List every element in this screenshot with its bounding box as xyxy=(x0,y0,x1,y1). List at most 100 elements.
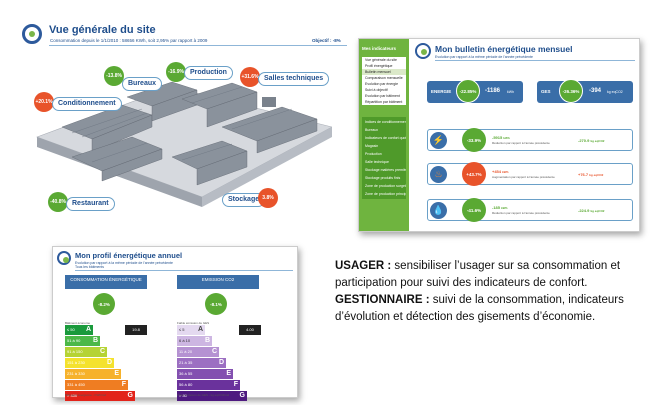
ges-value: -394 xyxy=(589,88,602,94)
flame-icon: ♨ xyxy=(430,166,447,183)
profile-logo-icon xyxy=(57,251,71,265)
row-0-co2: -270.9 kg eqCO2 xyxy=(578,138,605,143)
usager-text: sensibiliser l’usager sur sa consommatio… xyxy=(335,260,621,289)
badge-stockage[interactable]: 3.8% xyxy=(258,188,278,208)
menu-item-evolution-batiment[interactable]: Evolution par bâtiment xyxy=(365,94,400,98)
energie-label: ENERGIE xyxy=(431,89,452,94)
sidebar-menu-dark: Indices de conditionnement Bureaux Indic… xyxy=(362,117,406,199)
electricity-icon: ⚡ xyxy=(430,132,447,149)
emission-pct: -8.1% xyxy=(205,293,227,315)
energie-value: -1186 xyxy=(485,88,501,94)
menu-item-bureaux[interactable]: Bureaux xyxy=(365,128,379,132)
menu-item-zone-surgele[interactable]: Zone de production surgelé xyxy=(365,184,406,188)
bulletin-subtitle: Evolution par rapport à la même période … xyxy=(435,55,533,59)
bulletin-logo-icon xyxy=(415,43,431,59)
gestionnaire-text: suivi de la consommation, indicateurs d’… xyxy=(335,294,624,323)
badge-salles-techniques[interactable]: +31.6% xyxy=(240,67,260,87)
bulletin-title-underline xyxy=(435,60,635,61)
emission-bottom-label: Forte émission de GES - kg eqCO2/m2 xyxy=(177,393,230,397)
row-2-pct: -41.6% xyxy=(462,198,486,222)
energie-summary: ENERGIE -22.85% -1186 kWh xyxy=(427,79,523,103)
conso-header: CONSOMMATION ÉNERGÉTIQUE xyxy=(65,275,147,289)
row-0-pct: -33.9% xyxy=(462,128,486,152)
logo-icon xyxy=(22,24,42,44)
emission-top-label: Faible émission de GES xyxy=(177,321,210,325)
ges-unit: kg eqCO2 xyxy=(607,90,623,94)
profile-title: Mon profil énergétique annuel xyxy=(75,251,183,260)
row-1-pct: +43.7% xyxy=(462,162,486,186)
label-production[interactable]: Production xyxy=(184,66,233,80)
usager-label: USAGER : xyxy=(335,260,392,272)
ges-label: GES xyxy=(541,89,551,94)
badge-bureaux[interactable]: -13.8% xyxy=(104,66,124,86)
ges-pct: -26.36% xyxy=(559,79,583,103)
row-1-co2: +76.7 kg eqCO2 xyxy=(578,172,604,177)
conso-marker: 19.8 xyxy=(125,325,147,335)
label-restaurant[interactable]: Restaurant xyxy=(66,197,115,211)
menu-item-magasin[interactable]: Magasin xyxy=(365,144,379,148)
profile-subtitle-2: Tous les bâtiments xyxy=(75,265,104,269)
row-1-note: Augmentation par rapport à l'année précé… xyxy=(492,175,555,179)
bulletin-row-electricite: ⚡ -33.9% -5915 kWh Réduction par rapport… xyxy=(427,128,633,152)
row-0-value: -5915 kWh xyxy=(492,135,510,140)
menu-item-indices[interactable]: Indices de conditionnement xyxy=(365,120,406,124)
site-overview-objective: Objectif : -8% xyxy=(312,38,341,43)
row-1-value: +454 kWh xyxy=(492,169,509,174)
menu-item-confort[interactable]: Indicateurs de confort quotidien xyxy=(365,136,406,140)
conso-bottom-label: Bâtiment énergivore - KWh/m2 xyxy=(65,393,107,397)
menu-item-bulletin[interactable]: Bulletin mensuel xyxy=(362,69,406,75)
emission-marker: 4.00 xyxy=(239,325,261,335)
badge-restaurant[interactable]: -40.8% xyxy=(48,192,68,212)
row-2-note: Réduction par rapport à l'année précéden… xyxy=(492,211,550,215)
profile-panel: Mon profil énergétique annuel Evolution … xyxy=(52,246,298,401)
sidebar-title: Mes indicateurs xyxy=(362,46,397,51)
conso-top-label: Bâtiment économe xyxy=(65,321,91,325)
menu-item-production[interactable]: Production xyxy=(365,152,382,156)
bulletin-row-eau: 💧 -41.6% -185 kWh Réduction par rapport … xyxy=(427,198,633,222)
menu-item-stockage-pf[interactable]: Stockage produits finis xyxy=(365,176,401,180)
site-overview-subtitle: Consommation depuis le 1/1/2010 : 58656 … xyxy=(50,38,208,43)
row-0-note: Réduction par rapport à l'année précéden… xyxy=(492,141,550,145)
label-conditionnement[interactable]: Conditionnement xyxy=(52,97,122,111)
energie-unit: kWh xyxy=(507,90,514,94)
emission-header: EMISSION CO2 xyxy=(177,275,259,289)
bulletin-row-gaz: ♨ +43.7% +454 kWh Augmentation par rappo… xyxy=(427,162,633,186)
profile-title-underline xyxy=(75,270,293,271)
bulletin-title: Mon bulletin énergétique mensuel xyxy=(435,44,573,54)
menu-item-comparaison[interactable]: Comparaison mensuelle xyxy=(365,76,403,80)
gestionnaire-label: GESTIONNAIRE : xyxy=(335,294,430,306)
badge-production[interactable]: -16.9% xyxy=(166,62,186,82)
menu-item-profil[interactable]: Profil énergétique xyxy=(365,64,393,68)
row-2-co2: -224.9 kg eqCO2 xyxy=(578,208,605,213)
description-text: USAGER : sensibiliser l’usager sur sa co… xyxy=(335,258,635,326)
badge-conditionnement[interactable]: +20.1% xyxy=(34,92,54,112)
menu-item-evolution-energie[interactable]: Evolution par énergie xyxy=(365,82,399,86)
site-3d-map xyxy=(36,77,332,207)
label-bureaux[interactable]: Bureaux xyxy=(122,77,163,91)
label-salles-techniques[interactable]: Salles techniques xyxy=(258,72,330,86)
usager-paragraph: USAGER : sensibiliser l’usager sur sa co… xyxy=(335,258,635,292)
menu-item-zone-principale[interactable]: Zone de production principale xyxy=(365,192,406,196)
menu-item-suivi-objectif[interactable]: Suivi à objectif xyxy=(365,88,388,92)
profile-subtitle: Evolution par rapport à la même période … xyxy=(75,261,173,265)
menu-item-stockage-mp[interactable]: Stockage matières premières xyxy=(365,168,406,172)
ges-summary: GES -26.36% -394 kg eqCO2 xyxy=(537,79,633,103)
sidebar-menu: Vue générale du site Profil énergétique … xyxy=(362,57,406,105)
energie-pct: -22.85% xyxy=(456,79,480,103)
menu-item-salle-technique[interactable]: Salle technique xyxy=(365,160,389,164)
menu-item-repartition[interactable]: Répartition par bâtiment xyxy=(365,100,403,104)
menu-item-vue-generale[interactable]: Vue générale du site xyxy=(365,58,397,62)
